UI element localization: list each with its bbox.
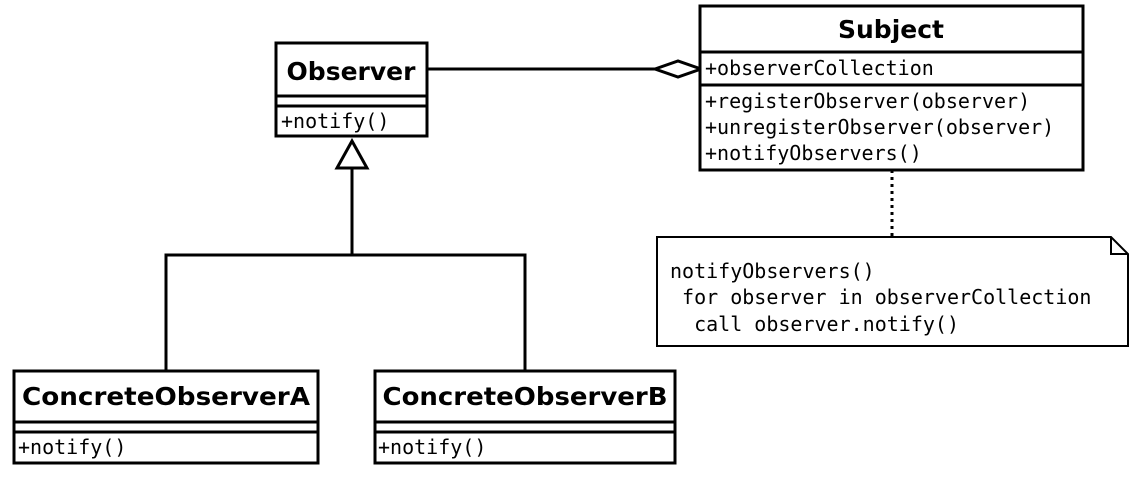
subject-class-box [698, 4, 1085, 172]
observer-class: Observer +notify() [274, 41, 429, 138]
observer-class-name: Observer [287, 57, 417, 86]
subject-attribute: +observerCollection [705, 56, 934, 80]
aggregation-diamond [650, 59, 706, 79]
subject-operation-register: +registerObserver(observer) [705, 89, 1030, 113]
note-line-1: notifyObservers() [670, 259, 875, 283]
concrete-observer-a-box [12, 369, 320, 465]
observer-operation: +notify() [281, 109, 389, 133]
concrete-observer-a-name: ConcreteObserverA [22, 382, 311, 411]
note-shape [656, 236, 1129, 347]
concrete-observer-b-name: ConcreteObserverB [383, 382, 668, 411]
concrete-observer-b-operation: +notify() [378, 435, 486, 459]
generalization-triangle [334, 137, 370, 170]
subject-class-name: Subject [838, 15, 944, 44]
subject-class: Subject +observerCollection +registerObs… [698, 4, 1085, 172]
subject-operation-notify: +notifyObservers() [705, 141, 922, 165]
pseudocode-note: notifyObservers() for observer in observ… [656, 236, 1129, 347]
note-line-3: call observer.notify() [670, 312, 959, 336]
note-folded-corner [1110, 237, 1128, 255]
subject-operation-unregister: +unregisterObserver(observer) [705, 115, 1054, 139]
note-line-2: for observer in observerCollection [670, 285, 1091, 309]
generalization-branch [164, 253, 527, 371]
concrete-observer-b-class: ConcreteObserverB +notify() [373, 369, 677, 465]
observer-class-box [274, 41, 429, 138]
concrete-observer-a-operation: +notify() [18, 435, 126, 459]
concrete-observer-b-box [373, 369, 677, 465]
concrete-observer-a-class: ConcreteObserverA +notify() [12, 369, 320, 465]
